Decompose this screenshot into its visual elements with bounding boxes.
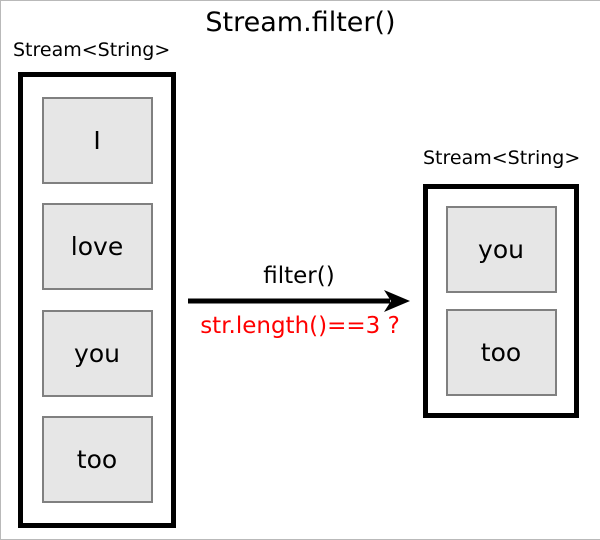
stream-item: love xyxy=(41,203,153,291)
left-stream-label: Stream<String> xyxy=(13,39,171,61)
stream-item: too xyxy=(445,309,557,397)
stream-item: I xyxy=(41,96,153,184)
filter-predicate-label: str.length()==3 ? xyxy=(200,313,400,339)
stream-item: you xyxy=(445,205,557,293)
diagram-title: Stream.filter() xyxy=(205,7,396,38)
right-arrow-icon xyxy=(188,290,410,312)
stream-item: too xyxy=(41,416,153,504)
stream-item: you xyxy=(41,309,153,397)
filter-operation-label: filter() xyxy=(263,263,335,289)
right-stream-label: Stream<String> xyxy=(423,147,581,169)
right-stream-box: you too xyxy=(423,184,579,418)
